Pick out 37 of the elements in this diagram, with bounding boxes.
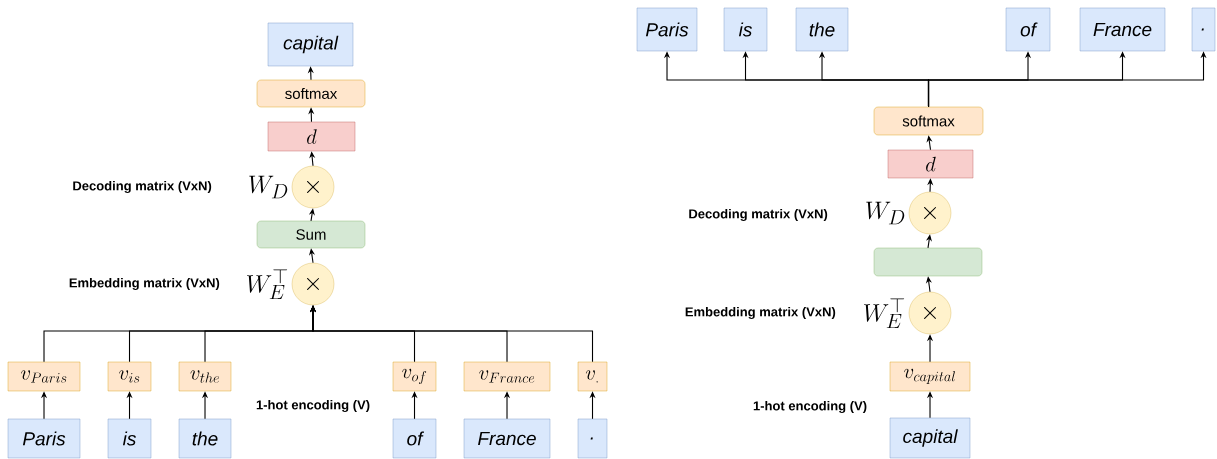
word-box: . [577, 418, 608, 459]
word-box: Paris [636, 7, 698, 52]
word-box: the [178, 418, 232, 459]
vector-box: $v_{Paris}$ [7, 361, 81, 392]
word-box: of [392, 418, 437, 459]
softmax-box: softmax [873, 106, 984, 136]
word-box: is [723, 7, 768, 52]
matrix-symbol: $W_D$ [249, 175, 288, 199]
axis-note: Decoding matrix (VxN) [689, 208, 828, 222]
sum-box: Sum [256, 220, 366, 249]
vector-box: $v_{of}$ [392, 361, 437, 392]
word-box: capital [267, 22, 354, 67]
word-box: capital [889, 417, 971, 459]
matrix-symbol: $W_D$ [866, 201, 905, 225]
axis-note: Embedding matrix (VxN) [685, 306, 836, 320]
vector-box: $v_{France}$ [463, 361, 551, 392]
vector-box: $v_{capital}$ [889, 361, 971, 392]
sum-box [873, 247, 983, 277]
axis-note: 1-hot encoding (V) [256, 399, 370, 413]
word-box: . [1191, 7, 1216, 52]
vector-box: $v_{.}$ [577, 361, 608, 392]
word-box: France [463, 418, 551, 459]
softmax-box: softmax [256, 79, 366, 108]
word-box: France [1079, 7, 1166, 52]
axis-note: Decoding matrix (VxN) [73, 180, 212, 194]
axis-note: Embedding matrix (VxN) [69, 277, 220, 291]
vector-box: $v_{is}$ [107, 361, 152, 392]
matrix-symbol: $W_E^\top$ [864, 298, 905, 329]
word-box: Paris [7, 418, 81, 459]
word-box: the [795, 7, 849, 52]
output-vector-box: $d$ [887, 149, 974, 179]
vector-box: $v_{the}$ [178, 361, 232, 392]
output-vector-box: $d$ [267, 121, 356, 152]
word-box: of [1005, 7, 1051, 52]
word-box: is [107, 418, 152, 459]
matrix-symbol: $W_E^\top$ [247, 269, 288, 300]
axis-note: 1-hot encoding (V) [753, 400, 867, 414]
